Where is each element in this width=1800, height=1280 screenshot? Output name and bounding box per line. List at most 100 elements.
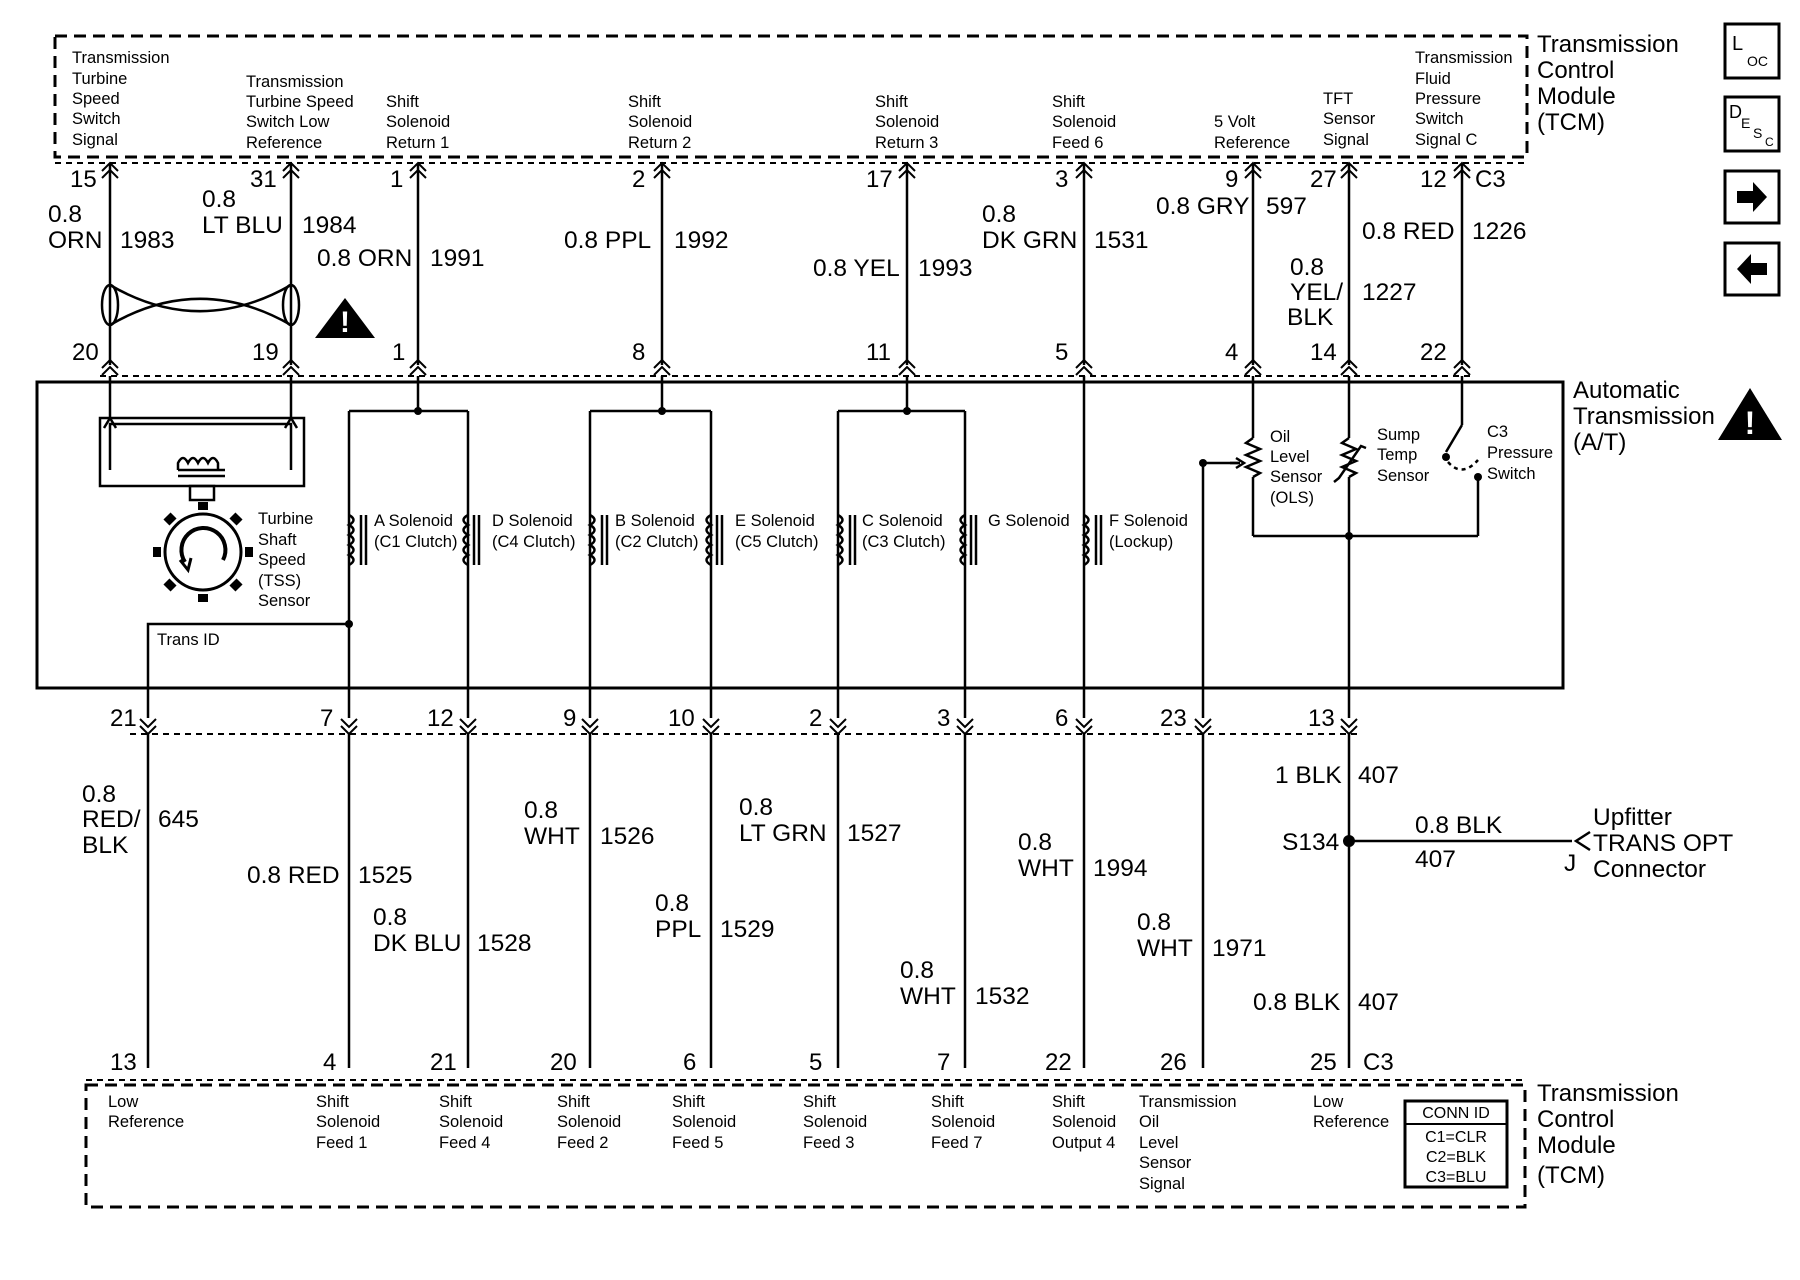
wire-color: LT GRN [739, 820, 827, 847]
top-label-line: Switch Low [246, 113, 330, 131]
tss-sensor [98, 376, 306, 502]
wire-color: RED/ [82, 806, 141, 833]
bottom-label-line: Transmission [1139, 1093, 1237, 1111]
pin-number: 2 [632, 166, 645, 193]
top-label-line: Shift [628, 93, 661, 111]
bottom-label-line: Reference [1313, 1113, 1389, 1131]
wire-circuit: 1983 [120, 227, 175, 254]
top-label-line: Return 2 [628, 134, 691, 152]
connector-pin: J [1564, 850, 1576, 877]
wire-gauge: 0.8 [1137, 909, 1171, 936]
tcm-label-line: Module [1537, 83, 1616, 110]
top-tcm-pins: 15 31 1 2 17 3 9 27 12 C3 [70, 166, 1506, 193]
top-label-line: Shift [386, 93, 419, 111]
top-label-line: Return 1 [386, 134, 449, 152]
wire-color: WHT [524, 823, 580, 850]
pin-number: 15 [70, 166, 97, 193]
bottom-label-line: Feed 2 [557, 1134, 608, 1152]
wire-circuit: 1531 [1094, 227, 1149, 254]
ols-label: Sensor [1270, 468, 1323, 486]
pin-number: 22 [1420, 339, 1447, 366]
upper-wires [100, 163, 1464, 365]
conn-id-row: C2=BLK [1426, 1149, 1486, 1166]
pin-number: 21 [430, 1049, 457, 1076]
wire-circuit: 1992 [674, 227, 729, 254]
wire-gauge: 0.8 [48, 201, 82, 228]
top-label-line: Reference [1214, 134, 1290, 152]
pin-number: 5 [809, 1049, 822, 1076]
desc-button-letter: E [1741, 115, 1750, 131]
bottom-label-line: Shift [672, 1093, 705, 1111]
top-label-line: Pressure [1415, 90, 1481, 108]
wire-color: ORN [48, 227, 102, 254]
solenoid-d-label: D Solenoid [492, 512, 573, 530]
sump-label: Sump [1377, 426, 1420, 444]
trans-id: Trans ID [146, 620, 353, 718]
upfitter-label-line: Connector [1593, 856, 1706, 883]
wire-gauge: 0.8 [1018, 829, 1052, 856]
top-label-line: Switch [1415, 110, 1464, 128]
solenoid-b-label: (C2 Clutch) [615, 533, 698, 551]
wire-circuit: 1532 [975, 983, 1030, 1010]
wire-circuit: 1991 [430, 245, 485, 272]
at-box [35, 375, 1565, 690]
back-button[interactable] [1723, 241, 1781, 297]
wire-circuit: 1525 [358, 862, 413, 889]
solenoid-f-label: F Solenoid [1109, 512, 1188, 530]
wire-gauge: 0.8 [524, 797, 558, 824]
pin-number: 25 [1310, 1049, 1337, 1076]
at-label-line: Automatic [1573, 377, 1680, 404]
top-label-line: Signal C [1415, 131, 1477, 149]
connector-id: C3 [1475, 166, 1506, 193]
bottom-label-line: Feed 3 [803, 1134, 854, 1152]
tcm-label-line: (TCM) [1537, 109, 1605, 136]
top-label-line: Solenoid [628, 113, 692, 131]
tcm-label-line: Control [1537, 1106, 1614, 1133]
top-function-labels: Transmission Turbine Speed Switch Signal… [72, 49, 1513, 152]
splice-name: S134 [1282, 829, 1339, 856]
bottom-tcm-pins: 13 4 21 20 6 5 7 22 26 25 C3 [110, 1049, 1394, 1076]
wire-circuit: 1971 [1212, 935, 1267, 962]
loc-button[interactable]: L OC [1723, 22, 1781, 80]
tcm-label-line: Module [1537, 1132, 1616, 1159]
pin-number: 14 [1310, 339, 1337, 366]
tss-label-line: (TSS) [258, 572, 301, 590]
pin-number: 2 [809, 705, 822, 732]
pin-number: 9 [1225, 166, 1238, 193]
bottom-label-line: Solenoid [803, 1113, 867, 1131]
wire-color: LT BLU [202, 212, 283, 239]
solenoid-f-label: (Lockup) [1109, 533, 1173, 551]
conn-id-row: C1=CLR [1425, 1129, 1487, 1146]
solenoid-e-label: (C5 Clutch) [735, 533, 818, 551]
bottom-tcm-module [84, 1079, 1527, 1209]
wire-circuit: 1528 [477, 930, 532, 957]
wire-circuit: 1529 [720, 916, 775, 943]
wire-gauge: 0.8 BLK [1253, 989, 1341, 1016]
wire-color: DK BLU [373, 930, 462, 957]
pin-number: 20 [550, 1049, 577, 1076]
tcm-label-bottom: Transmission Control Module (TCM) [1537, 1080, 1679, 1189]
c3-switch-label: Pressure [1487, 444, 1553, 462]
desc-button[interactable]: D E S C [1723, 95, 1781, 153]
solenoid-a-label: A Solenoid [374, 512, 453, 530]
conn-id-row: C3=BLU [1426, 1169, 1487, 1186]
top-label-line: Feed 6 [1052, 134, 1103, 152]
wire-circuit: 1993 [918, 255, 973, 282]
tss-label: Turbine Shaft Speed (TSS) Sensor [258, 510, 313, 610]
sensor-dots [1199, 453, 1482, 540]
forward-button[interactable] [1723, 169, 1781, 225]
pin-number: 21 [110, 705, 137, 732]
arrow-right-icon [1737, 182, 1767, 212]
wire-gauge: 0.8 GRY [1156, 193, 1250, 220]
pin-number: 9 [563, 705, 576, 732]
pin-number: 13 [1308, 705, 1335, 732]
bottom-label-line: Shift [931, 1093, 964, 1111]
pin-number: 19 [252, 339, 279, 366]
at-top-pins: 20 19 1 8 11 5 4 14 22 [72, 339, 1447, 366]
wire-circuit: 1994 [1093, 855, 1148, 882]
top-label-line: Turbine Speed [246, 93, 354, 111]
pin-number: 12 [1420, 166, 1447, 193]
wire-gauge: 0.8 [982, 201, 1016, 228]
wire-circuit: 1527 [847, 820, 902, 847]
bottom-label-line: Solenoid [439, 1113, 503, 1131]
